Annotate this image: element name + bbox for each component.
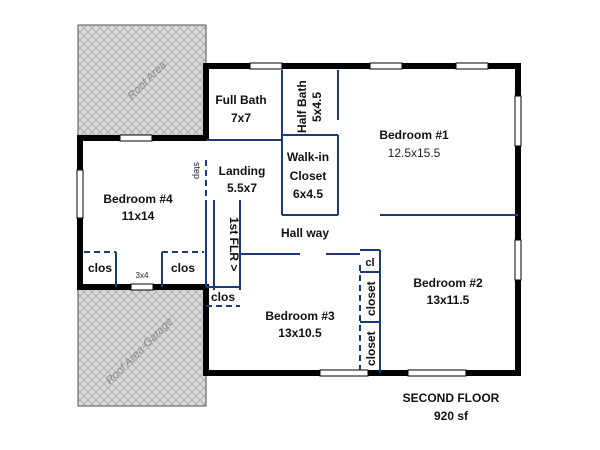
windows: [76, 62, 522, 377]
landing-size: 5.5x7: [227, 181, 257, 195]
landing-name: Landing: [219, 164, 266, 178]
bedroom-2-name: Bedroom #2: [413, 276, 483, 290]
walk-in-closet-name1: Walk-in: [287, 150, 329, 164]
half-bath-size: 5x4.5: [310, 92, 324, 122]
bedroom-1-size: 12.5x15.5: [388, 146, 441, 160]
floor-title: SECOND FLOOR: [403, 391, 500, 405]
bedroom-1-name: Bedroom #1: [379, 128, 449, 142]
roof-area-top: [77, 24, 207, 138]
bedroom-3-name: Bedroom #3: [265, 309, 335, 323]
closet-lower-vertical-label: closet: [364, 331, 378, 366]
step-label: step: [192, 162, 202, 179]
full-bath-size: 7x7: [231, 111, 251, 125]
floor-area: 920 sf: [434, 409, 469, 423]
interior-walls: [84, 70, 518, 373]
half-bath-name: Half Bath: [295, 80, 309, 133]
full-bath-name: Full Bath: [215, 93, 266, 107]
hallway-label: Hall way: [281, 226, 329, 240]
cl-label: cl: [365, 257, 374, 269]
closet-lower-label: clos: [211, 290, 235, 304]
closet-left-label: clos: [88, 261, 112, 275]
first-floor-stairs-label: 1st FLR >: [227, 217, 241, 271]
bedroom-3-size: 13x10.5: [278, 326, 322, 340]
bedroom-2-size: 13x11.5: [427, 293, 470, 307]
bedroom-4-size: 11x14: [122, 209, 155, 223]
closet-upper-label: closet: [364, 281, 378, 316]
closet-mid-label: clos: [171, 261, 195, 275]
bedroom-4-name: Bedroom #4: [103, 192, 173, 206]
walk-in-closet-name2: Closet: [290, 169, 327, 183]
dimension-3x4-label: 3x4: [136, 271, 149, 280]
walk-in-closet-size: 6x4.5: [293, 187, 323, 201]
